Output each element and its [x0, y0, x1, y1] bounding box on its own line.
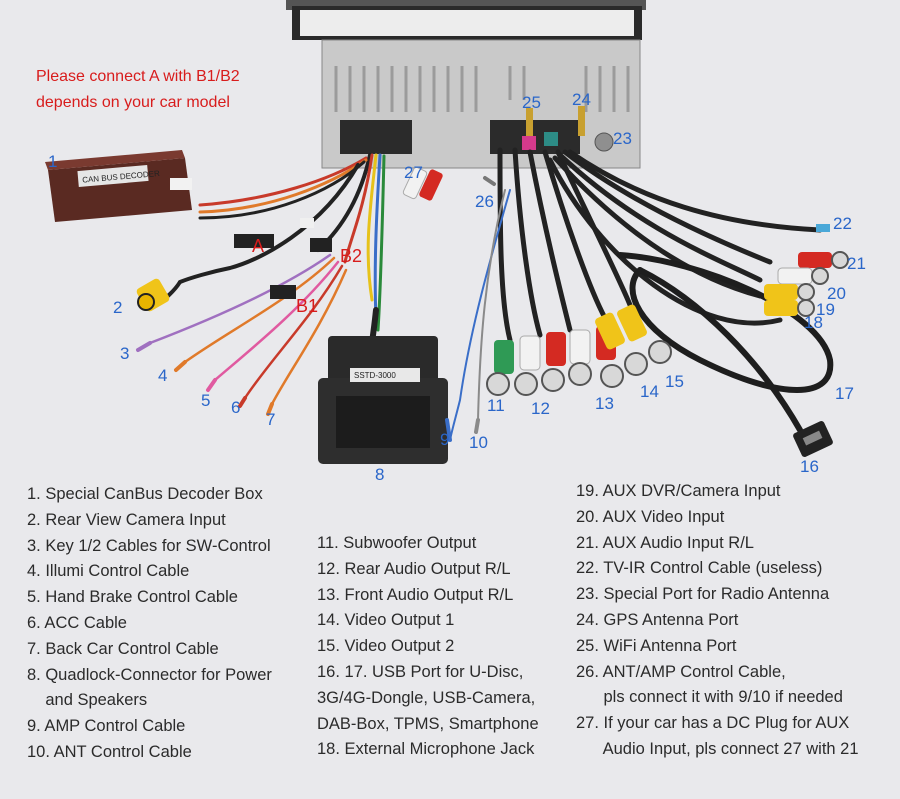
harness-connectors: [234, 218, 332, 299]
callout-17: 17: [835, 384, 854, 403]
legend-item: 18. External Microphone Jack: [317, 740, 535, 759]
left-harness: [148, 153, 386, 406]
connector-label: SSTD-3000: [354, 371, 396, 380]
loose-cable-tips: [136, 341, 274, 416]
legend-item: 9. AMP Control Cable: [27, 717, 186, 736]
note-line-2: depends on your car model: [36, 94, 230, 111]
legend-column-2: 11. Subwoofer Output 12. Rear Audio Outp…: [317, 531, 539, 763]
callout-a: A: [252, 236, 265, 256]
legend-item: Audio Input, pls connect 27 with 21: [576, 739, 859, 758]
callout-b1: B1: [296, 296, 319, 316]
legend-item: 25. WiFi Antenna Port: [576, 636, 737, 655]
legend-item: 22. TV-IR Control Cable (useless): [576, 559, 823, 578]
rear-camera-connector: [136, 278, 182, 312]
callout-b2: B2: [340, 246, 363, 266]
callout-19: 19: [816, 300, 835, 319]
callout-8: 8: [375, 465, 385, 484]
legend-item: 21. AUX Audio Input R/L: [576, 533, 754, 552]
callout-14: 14: [640, 382, 659, 401]
callout-22: 22: [833, 214, 852, 233]
callout-7: 7: [266, 410, 276, 429]
callout-1: 1: [48, 152, 58, 171]
canbus-decoder-box: CAN BUS DECODER: [45, 150, 192, 222]
legend-item: 24. GPS Antenna Port: [576, 610, 739, 629]
quadlock-connector: SSTD-3000: [318, 336, 448, 464]
legend-item: 7. Back Car Control Cable: [27, 639, 219, 658]
legend-item: 26. ANT/AMP Control Cable,: [576, 662, 786, 681]
legend-item: 10. ANT Control Cable: [27, 742, 192, 761]
callout-3: 3: [120, 344, 130, 363]
legend-item: 8. Quadlock-Connector for Power: [27, 665, 272, 684]
callout-4: 4: [158, 366, 168, 385]
loose-tips-right: [445, 176, 496, 442]
head-unit: [286, 0, 646, 169]
rca-outputs: [486, 304, 672, 396]
callout-2: 2: [113, 298, 123, 317]
legend-item: 13. Front Audio Output R/L: [317, 585, 514, 604]
callout-18: 18: [804, 313, 823, 332]
callout-5: 5: [201, 391, 211, 410]
callout-25: 25: [522, 93, 541, 112]
legend-item: 14. Video Output 1: [317, 611, 455, 630]
aux-plug-27: [402, 166, 443, 201]
callout-21: 21: [847, 254, 866, 273]
callout-24: 24: [572, 90, 591, 109]
legend-item: 3. Key 1/2 Cables for SW-Control: [27, 536, 271, 555]
legend-item: 12. Rear Audio Output R/L: [317, 559, 511, 578]
legend-item: 1. Special CanBus Decoder Box: [27, 485, 263, 503]
legend-item: 11. Subwoofer Output: [317, 534, 477, 552]
legend-item: DAB-Box, TPMS, Smartphone: [317, 714, 539, 733]
legend-item: and Speakers: [27, 691, 148, 710]
legend-item: 4. Illumi Control Cable: [27, 562, 190, 581]
usb-socket: [793, 421, 833, 457]
legend-item: 6. ACC Cable: [27, 613, 127, 632]
callout-16: 16: [800, 457, 819, 476]
legend-item: 19. AUX DVR/Camera Input: [576, 482, 781, 500]
legend-item: 2. Rear View Camera Input: [27, 510, 226, 529]
callout-12: 12: [531, 399, 550, 418]
legend-column-1: 1. Special CanBus Decoder Box 2. Rear Vi…: [27, 482, 272, 766]
legend-item: 20. AUX Video Input: [576, 507, 725, 526]
callout-27: 27: [404, 163, 423, 182]
legend-item: 5. Hand Brake Control Cable: [27, 588, 238, 607]
antenna-ports: [522, 106, 585, 150]
legend-column-3: 19. AUX DVR/Camera Input 20. AUX Video I…: [576, 479, 859, 763]
note-line-1: Please connect A with B1/B2: [36, 68, 240, 85]
callout-26: 26: [475, 192, 494, 211]
legend-item: 16. 17. USB Port for U-Disc,: [317, 662, 524, 681]
legend-item: 3G/4G-Dongle, USB-Camera,: [317, 688, 536, 707]
right-harness: [449, 147, 834, 441]
legend-item: pls connect it with 9/10 if needed: [576, 688, 843, 707]
callout-11: 11: [487, 396, 505, 415]
legend-item: 23. Special Port for Radio Antenna: [576, 585, 830, 604]
callout-6: 6: [231, 398, 241, 417]
legend-item: 15. Video Output 2: [317, 637, 455, 656]
callout-20: 20: [827, 284, 846, 303]
callout-15: 15: [665, 372, 684, 391]
callout-23: 23: [613, 129, 632, 148]
callout-9: 9: [440, 430, 450, 449]
legend-item: 27. If your car has a DC Plug for AUX: [576, 714, 850, 733]
callout-13: 13: [595, 394, 614, 413]
aux-inputs: [764, 224, 849, 317]
callout-10: 10: [469, 433, 488, 452]
connection-note: Please connect A with B1/B2 depends on y…: [36, 64, 240, 116]
